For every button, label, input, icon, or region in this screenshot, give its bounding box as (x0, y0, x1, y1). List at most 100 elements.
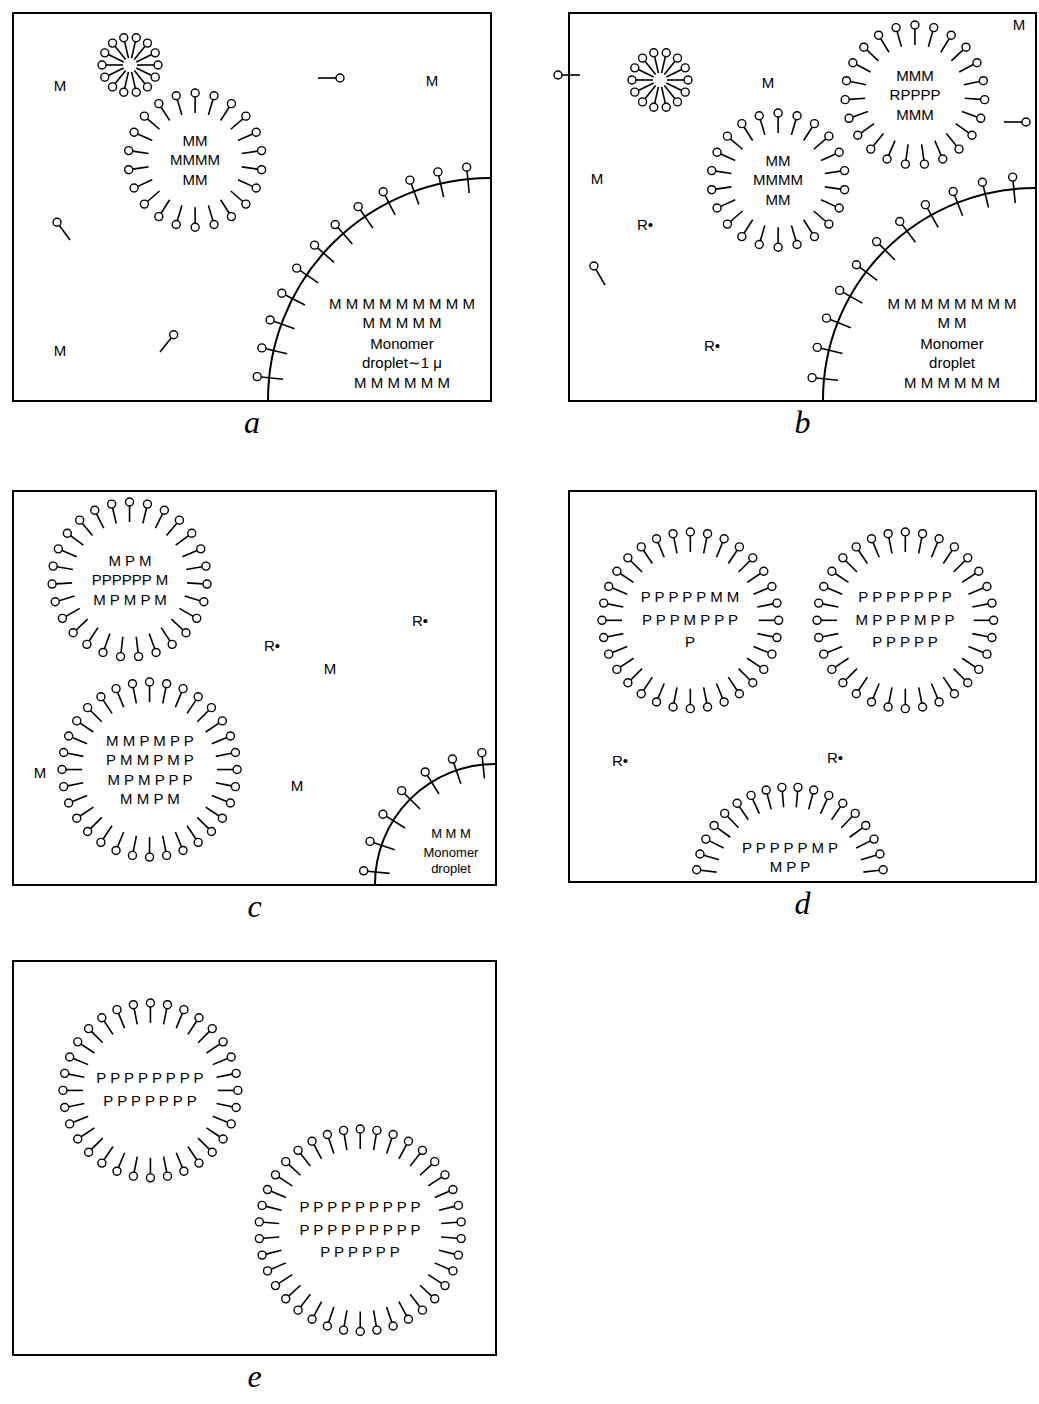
surfactant-tail (482, 757, 484, 779)
surfactant-tail (674, 687, 677, 703)
surfactant-head (398, 787, 406, 795)
surfactant-tail (620, 573, 633, 582)
surfactant-tail (918, 687, 921, 703)
surfactant-head (974, 567, 982, 575)
free-surfactant-head (590, 262, 598, 270)
droplet-contents: M M M M M M M M M MMonomer dropletM M M … (877, 294, 1027, 394)
surfactant-tail (867, 50, 879, 61)
surfactant-tail (385, 195, 395, 215)
surfactant-tail (106, 64, 123, 66)
surfactant-head (852, 261, 860, 269)
surfactant-tail (91, 1031, 102, 1042)
surfactant-tail (607, 633, 623, 636)
surfactant-head (631, 88, 639, 96)
surfactant-head (112, 685, 120, 693)
surfactant-head (828, 567, 836, 575)
surfactant-head (130, 128, 138, 136)
surfactant-tail (156, 514, 163, 528)
surfactant-head (681, 64, 689, 72)
surfactant-tail (263, 1222, 279, 1223)
surfactant-head (901, 528, 909, 536)
surfactant-tail (137, 637, 139, 653)
surfactant-tail (972, 633, 988, 636)
surfactant-tail (753, 799, 760, 814)
surfactant-tail (66, 769, 82, 771)
surfactant-head (988, 599, 996, 607)
surfactant-head (867, 145, 875, 153)
surfactant-tail (217, 1089, 233, 1091)
surfactant-head (73, 815, 81, 823)
panel-letter: e (247, 1360, 261, 1394)
surfactant-tail (664, 61, 675, 74)
surfactant-tail (147, 191, 159, 201)
droplet-contents: M M M M M M M M M M M M M MMonomer dropl… (322, 294, 482, 394)
surfactant-head (873, 238, 881, 246)
surfactant-tail (757, 633, 773, 636)
surfactant-head (735, 689, 743, 697)
stage-panel: eP P P P P P P P P P P P P P PP P P P P … (12, 960, 497, 1356)
species-letters: MMM RPPPP MMM (885, 66, 945, 125)
surfactant-head (208, 828, 216, 836)
surfactant-tail (843, 292, 862, 303)
surfactant-head (613, 567, 621, 575)
surfactant-tail (212, 738, 227, 744)
surfactant-tail (941, 39, 949, 53)
particle-contents: P P P P P P P P P P P P P P P (95, 1067, 205, 1112)
surfactant-head (331, 221, 339, 229)
surfactant-head (901, 704, 909, 712)
surfactant-head (773, 633, 781, 641)
surfactant-tail (149, 686, 151, 702)
surfactant-tail (134, 836, 137, 852)
surfactant-tail (955, 195, 963, 215)
surfactant-head (163, 852, 171, 860)
surfactant-tail (104, 701, 113, 714)
surfactant-tail (728, 677, 737, 690)
surfactant-tail (73, 738, 88, 744)
surfactant-head (195, 1013, 203, 1021)
surfactant-head (232, 1103, 240, 1111)
surfactant-head (120, 88, 128, 96)
surfactant-head (84, 1148, 92, 1156)
surfactant-tail (856, 65, 870, 72)
surfactant-tail (703, 537, 706, 553)
surfactant-head (918, 529, 926, 537)
surfactant-head (884, 703, 892, 711)
surfactant-head (735, 543, 743, 551)
surfactant-head (191, 223, 199, 231)
surfactant-head (702, 835, 710, 843)
surfactant-tail (328, 1307, 333, 1322)
surfactant-tail (198, 1031, 209, 1042)
surfactant-head (723, 132, 731, 140)
surfactant-tail (428, 1274, 441, 1283)
radical-label: R• (704, 337, 720, 354)
surfactant-tail (861, 855, 876, 860)
surfactant-tail (767, 794, 771, 809)
surfactant-tail (638, 70, 653, 77)
surfactant-tail (701, 870, 717, 872)
surfactant-tail (373, 1134, 376, 1150)
surfactant-head (822, 314, 830, 322)
surfactant-tail (163, 688, 166, 704)
surfactant-head (748, 554, 756, 562)
surfactant-head (179, 1167, 187, 1175)
surfactant-head (65, 799, 73, 807)
surfactant-head (839, 678, 847, 686)
surfactant-head (989, 616, 997, 624)
surfactant-head (860, 43, 868, 51)
surfactant-tail (803, 127, 812, 140)
surfactant-head (97, 693, 105, 701)
surfactant-tail (873, 134, 883, 146)
surfactant-tail (242, 167, 258, 169)
surfactant-head (163, 1000, 171, 1008)
surfactant-tail (914, 29, 916, 45)
surfactant-tail (730, 139, 742, 149)
surfactant-head (981, 96, 989, 104)
surfactant-head (852, 543, 860, 551)
surfactant-tail (261, 377, 283, 379)
surfactant-head (604, 582, 612, 590)
surfactant-tail (177, 205, 182, 220)
surfactant-head (939, 155, 947, 163)
surfactant-head (163, 680, 171, 688)
surfactant-head (219, 1135, 227, 1143)
surfactant-head (637, 689, 645, 697)
